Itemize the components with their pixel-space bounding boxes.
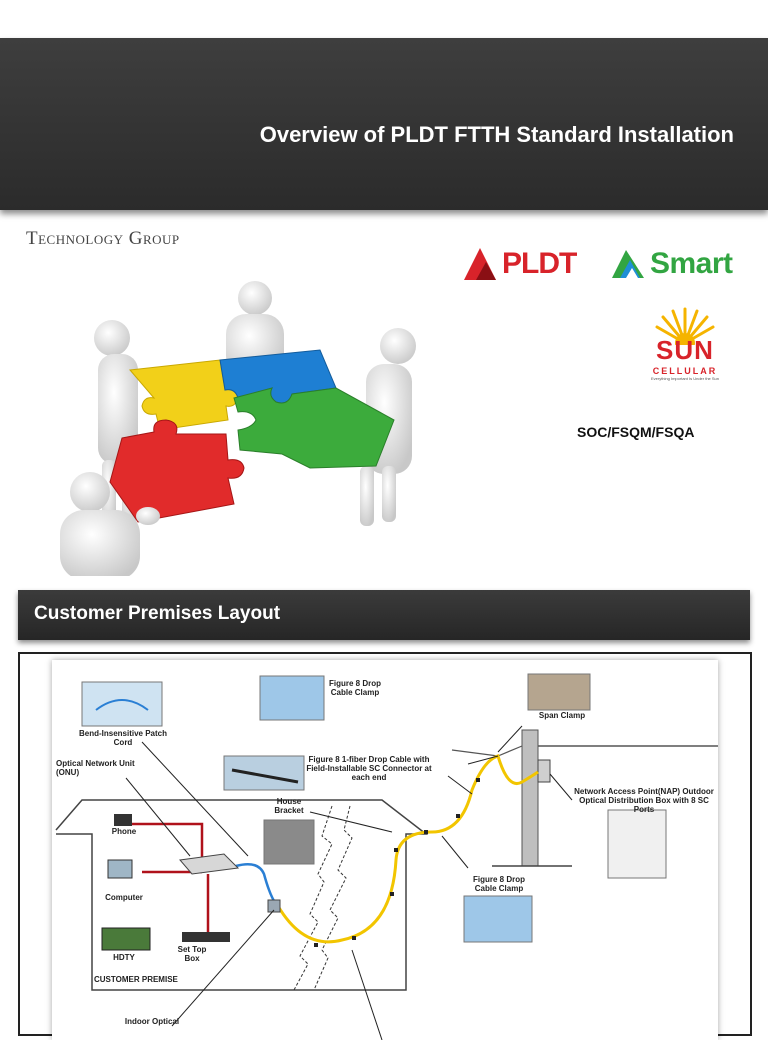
computer-label: Computer <box>105 893 143 902</box>
figure-front <box>60 472 160 576</box>
drop-cable-clamp-label-bottom: Figure 8 Drop Cable Clamp <box>472 875 525 893</box>
phone-label: Phone <box>111 827 137 836</box>
pole-top-wire <box>451 745 523 757</box>
pldt-logo: PLDT <box>462 246 577 282</box>
diagram-drawing <box>55 673 718 1040</box>
phone-device <box>114 814 132 826</box>
smart-logo: Smart <box>610 246 733 282</box>
nap-photo <box>607 809 667 879</box>
soc-label: SOC/FSQM/FSQA <box>577 424 695 440</box>
utility-pole <box>521 729 539 867</box>
technology-group-label: Technology Group <box>26 228 180 249</box>
sun-tagline: Everything Important Is Under the Sun <box>650 376 720 381</box>
onu-device <box>179 853 240 875</box>
indoor-optical-label: Indoor Optical <box>124 1017 180 1026</box>
clamp-photo-top <box>259 675 325 721</box>
set-top-device <box>182 932 230 942</box>
section-title: Customer Premises Layout <box>34 603 281 624</box>
sun-cellular-logo: SUN CELLULAR Everything Important Is Und… <box>640 305 730 381</box>
clamp-photo-bottom <box>463 895 533 943</box>
team-puzzle-illustration <box>60 281 416 576</box>
section-bar: Customer Premises Layout <box>18 590 750 640</box>
onu-label: Optical Network Unit (ONU) <box>56 759 135 777</box>
puzzle-green <box>233 387 395 469</box>
patch-cord-photo <box>81 681 163 727</box>
patch-cord-line <box>235 863 278 905</box>
span-clamp-photo <box>527 673 591 711</box>
span-clamp-label: Span Clamp <box>538 711 586 720</box>
smart-wordmark: Smart <box>650 247 733 280</box>
optical-outlet <box>267 899 281 913</box>
puzzle-red <box>109 419 245 523</box>
house-outline <box>55 799 429 991</box>
pldt-wordmark: PLDT <box>502 247 577 280</box>
drop-cable-clamp-label-top: Figure 8 Drop Cable Clamp <box>328 679 381 697</box>
page-title: Overview of PLDT FTTH Standard Installat… <box>259 122 734 147</box>
tv-device <box>101 927 151 951</box>
diagram-canvas: Bend-Insensitive Patch Cord Optical Netw… <box>52 660 718 1040</box>
nap-box <box>537 759 551 783</box>
customer-premises-diagram: Bend-Insensitive Patch Cord Optical Netw… <box>18 652 752 1040</box>
smart-mark-icon <box>612 250 644 278</box>
wall-break-line <box>313 805 353 991</box>
cable-markers <box>314 778 480 947</box>
cellular-wordmark: CELLULAR <box>652 366 718 376</box>
nap-label: Network Access Point(NAP) Outdoor Optica… <box>574 787 714 814</box>
drop-cable-label: Figure 8 1-fiber Drop Cable with Field-I… <box>306 755 432 782</box>
hdty-label: HDTY <box>113 953 135 962</box>
wall-break-line-2 <box>293 805 333 991</box>
set-top-box-label: Set Top Box <box>177 945 207 963</box>
house-bracket-label: House Bracket <box>274 797 304 815</box>
computer-device <box>107 859 133 879</box>
sun-rays-icon <box>655 307 715 345</box>
premise-cables <box>132 822 210 932</box>
pldt-mark-icon <box>464 248 496 280</box>
drop-cable-photo <box>223 755 305 791</box>
house-bracket-photo <box>263 819 315 865</box>
sun-wordmark: SUN <box>656 335 714 365</box>
customer-premise-label: CUSTOMER PREMISE <box>94 975 178 984</box>
patch-cord-label: Bend-Insensitive Patch Cord <box>78 729 168 747</box>
title-bar: Overview of PLDT FTTH Standard Installat… <box>0 38 768 210</box>
drop-cable <box>276 754 539 944</box>
